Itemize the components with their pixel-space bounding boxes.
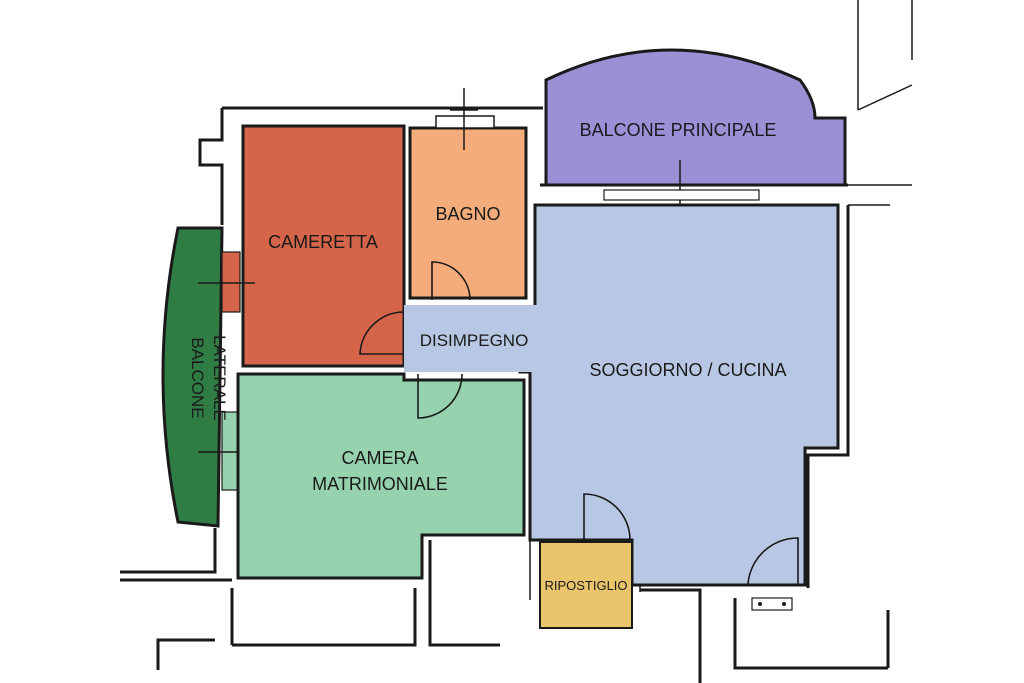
balcone-laterale-window-top bbox=[221, 251, 241, 313]
room-camera-matrimoniale bbox=[236, 372, 526, 580]
room-cameretta bbox=[241, 124, 406, 368]
door-cameretta bbox=[359, 311, 405, 355]
label-balcone-laterale-line1: BALCONE bbox=[188, 337, 207, 418]
label-ripostiglio: RIPOSTIGLIO bbox=[544, 578, 627, 593]
room-balcone-principale bbox=[544, 48, 847, 187]
door-bagno bbox=[431, 261, 471, 301]
label-disimpegno: DISIMPEGNO bbox=[420, 331, 529, 350]
room-ripostiglio bbox=[539, 541, 633, 629]
door-ingresso bbox=[747, 537, 799, 585]
label-bagno: BAGNO bbox=[435, 204, 500, 224]
outer-walls bbox=[120, 0, 913, 683]
room-disimpegno bbox=[404, 305, 540, 372]
label-balcone-laterale-line2: LATERALE bbox=[210, 335, 229, 421]
label-balcone-laterale-group: BALCONE LATERALE bbox=[188, 335, 229, 421]
bagno-vent-marker bbox=[450, 88, 478, 150]
label-soggiorno-cucina: SOGGIORNO / CUCINA bbox=[589, 360, 786, 380]
soggiorno-window-top bbox=[603, 189, 760, 201]
door-ripostiglio bbox=[583, 493, 631, 541]
label-camera-matrimoniale-line2: MATRIMONIALE bbox=[312, 474, 448, 494]
label-cameretta: CAMERETTA bbox=[268, 232, 378, 252]
doors bbox=[359, 261, 799, 585]
bagno-fixture bbox=[435, 115, 495, 129]
label-camera-matrimoniale-line1: CAMERA bbox=[341, 448, 418, 468]
door-camera bbox=[417, 373, 463, 419]
entrance-details bbox=[751, 597, 793, 611]
label-balcone-principale: BALCONE PRINCIPALE bbox=[580, 120, 777, 140]
room-soggiorno-cucina bbox=[518, 203, 840, 587]
room-bagno bbox=[408, 126, 528, 300]
balcone-laterale-window-bottom bbox=[221, 411, 239, 491]
